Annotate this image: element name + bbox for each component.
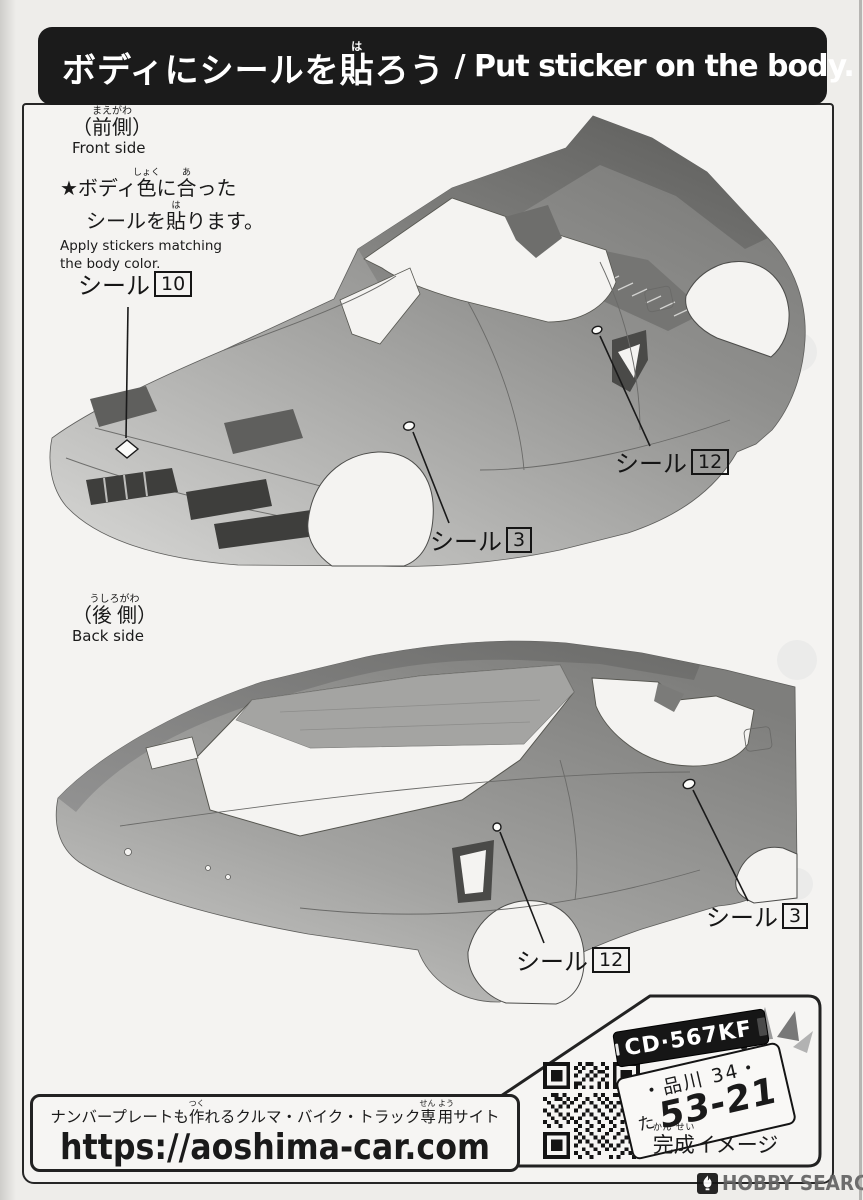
hobbysearch-watermark: HOBBY SEARCH: [697, 1171, 863, 1195]
back-side-label: （後側うしろがわ） Back side: [72, 594, 157, 645]
callout-back-sticker-12: シール 12: [516, 942, 631, 977]
callout-label: シール: [516, 948, 588, 976]
front-side-label-jp: （前側まえがわ）: [72, 106, 152, 139]
finished-image-bubble: ・品川 34・ た 53-21 CD·567KF 完成かん せいイメージ: [455, 985, 833, 1177]
page-title-en: / Put sticker on the body.: [454, 48, 855, 84]
front-side-label-en: Front side: [72, 139, 146, 157]
callout-back-sticker-3: シール 3: [706, 898, 809, 933]
note-en-line1: Apply stickers matching: [60, 238, 222, 254]
callout-label: シール: [78, 272, 150, 300]
title-banner: ボディにシールを貼はろう / Put sticker on the body.: [38, 27, 855, 105]
page-edge-shadow-left: [0, 0, 16, 1200]
sticker-number-box: 3: [782, 902, 809, 929]
back-side-label-jp: （後側うしろがわ）: [72, 594, 157, 627]
finished-image-label: 完成かん せいイメージ: [652, 1123, 779, 1157]
site-url: https://aoshima-car.com: [60, 1125, 490, 1168]
callout-label: シール: [706, 904, 778, 932]
back-side-label-en: Back side: [72, 627, 144, 645]
note-jp-line2: シールを貼はります。: [86, 201, 264, 233]
note-jp-line1: ★ボディ色しょくに合あった: [60, 168, 237, 200]
sticker-number-box: 12: [691, 448, 730, 475]
callout-label: シール: [615, 450, 687, 478]
sticker-number-box: 12: [592, 946, 631, 973]
front-side-note: ★ボディ色しょくに合あった シールを貼はります。 Apply stickers …: [60, 168, 264, 273]
sticker-number-box: 10: [154, 270, 193, 297]
page-edge-shadow-right: [859, 0, 862, 1200]
front-side-label: （前側まえがわ） Front side: [72, 106, 152, 157]
callout-label: シール: [430, 528, 502, 556]
plate-left-tick: [614, 1043, 620, 1056]
site-description: ナンバープレートも作つくれるクルマ・バイク・トラック専用せん ようサイト: [50, 1099, 500, 1126]
callout-front-sticker-10: シール 10: [78, 266, 193, 301]
site-banner: ナンバープレートも作つくれるクルマ・バイク・トラック専用せん ようサイト htt…: [30, 1094, 520, 1172]
page-title-jp: ボディにシールを貼はろう: [62, 40, 445, 91]
watermark-text: HOBBY SEARCH: [722, 1171, 863, 1195]
flame-icon: [697, 1172, 718, 1194]
callout-front-sticker-12: シール 12: [615, 444, 730, 479]
sticker-number-box: 3: [506, 526, 533, 553]
callout-front-sticker-3: シール 3: [430, 522, 533, 557]
